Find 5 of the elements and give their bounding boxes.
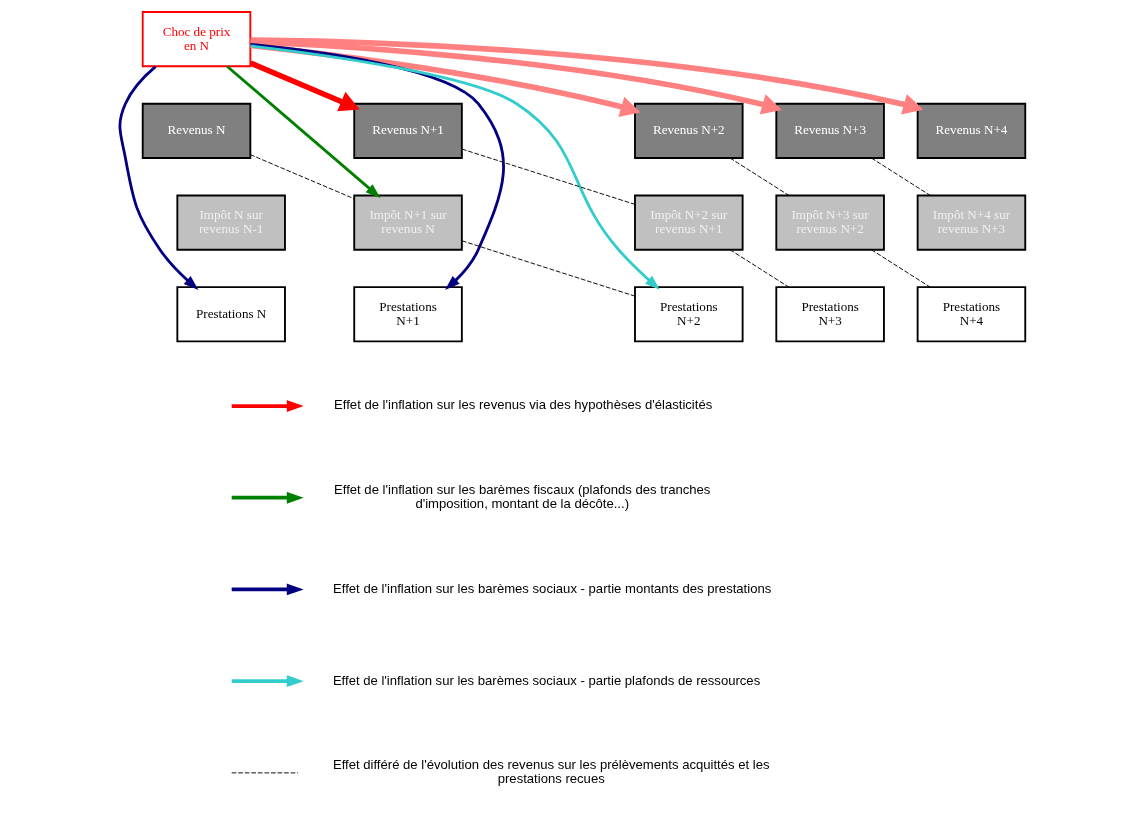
legend-label: Effet différé de l'évolution des revenus sur les prélèvements acquittés et les prestations recues (332, 757, 770, 787)
legend-label: Effet de l'inflation sur les barèmes sociaux - partie plafonds de ressources (332, 672, 760, 688)
legend-label: Effet de l'inflation sur les revenus via des hypothèses d'élasticités (333, 397, 712, 413)
legend-label: Effet de l'inflation sur les barèmes fiscaux (plafonds des tranches d'imposition, montant de la décôte...) (333, 482, 710, 512)
legend-label: Effet de l'inflation sur les barèmes sociaux - partie montants des prestations (332, 580, 771, 596)
